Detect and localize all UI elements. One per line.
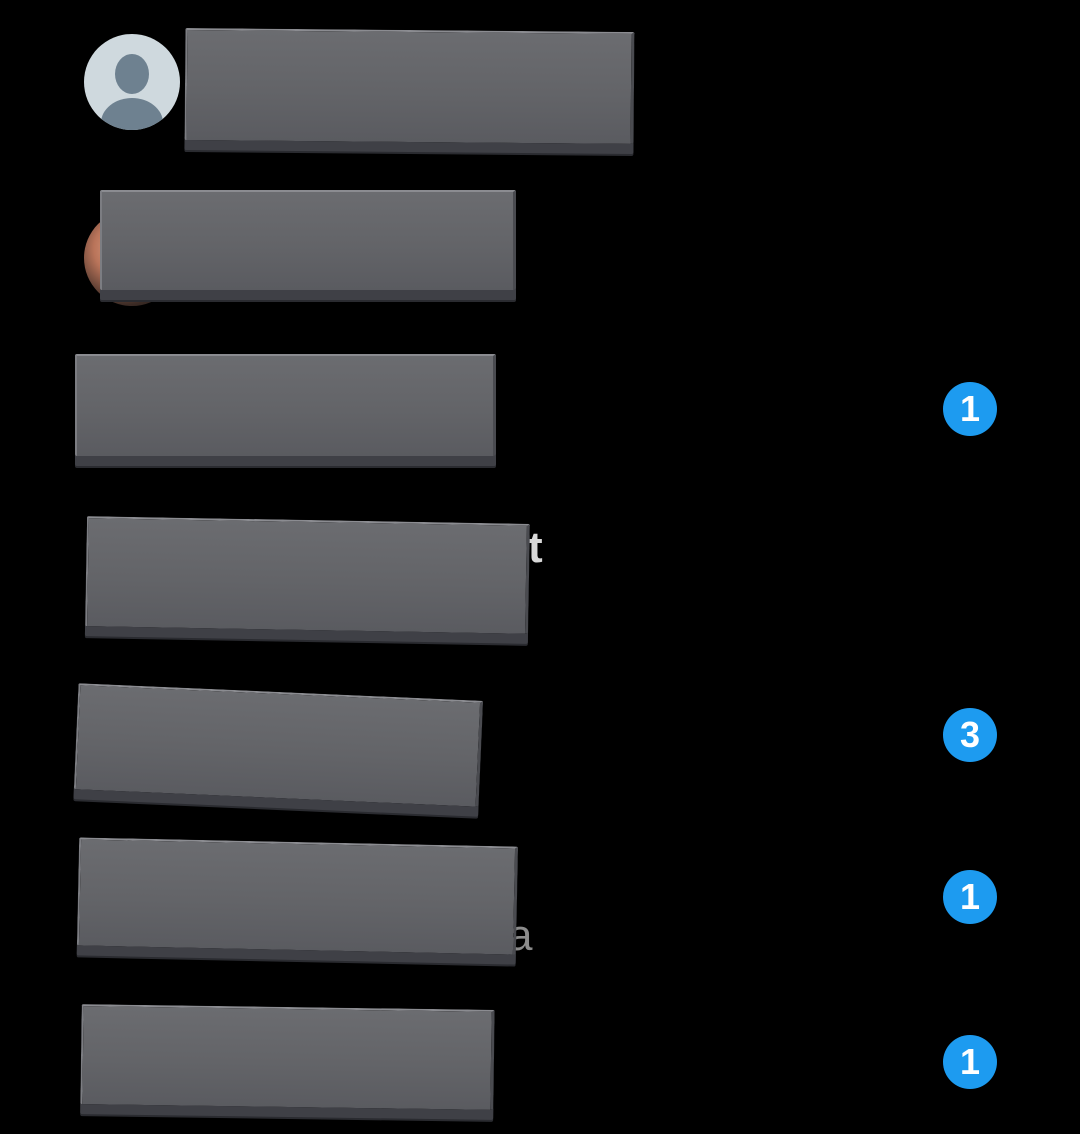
conversation-row[interactable]: 3 bbox=[0, 670, 1080, 830]
redacted-conversation-info bbox=[80, 1004, 495, 1110]
redacted-conversation-info bbox=[100, 190, 516, 290]
unread-count-badge: 1 bbox=[943, 382, 997, 436]
unread-count-badge: 3 bbox=[943, 708, 997, 762]
unread-count-badge: 1 bbox=[943, 870, 997, 924]
conversation-row[interactable] bbox=[0, 0, 1080, 160]
redacted-conversation-info bbox=[184, 28, 635, 144]
conversation-row[interactable]: 1 bbox=[0, 330, 1080, 490]
redacted-conversation-info bbox=[73, 683, 484, 807]
default-avatar-icon[interactable] bbox=[84, 34, 180, 130]
redacted-conversation-info bbox=[75, 354, 496, 456]
conversation-row[interactable] bbox=[0, 170, 1080, 320]
conversation-row[interactable]: a 1 bbox=[0, 830, 1080, 990]
avatar-shoulders-shape bbox=[101, 98, 163, 130]
redacted-conversation-info bbox=[76, 837, 519, 955]
redacted-conversation-info bbox=[85, 516, 530, 634]
unread-count-badge: 1 bbox=[943, 1035, 997, 1089]
conversation-row[interactable]: 1 bbox=[0, 995, 1080, 1134]
avatar-head-shape bbox=[115, 54, 149, 94]
conversation-name-fragment: t bbox=[528, 523, 543, 572]
conversation-row[interactable]: t bbox=[0, 500, 1080, 660]
